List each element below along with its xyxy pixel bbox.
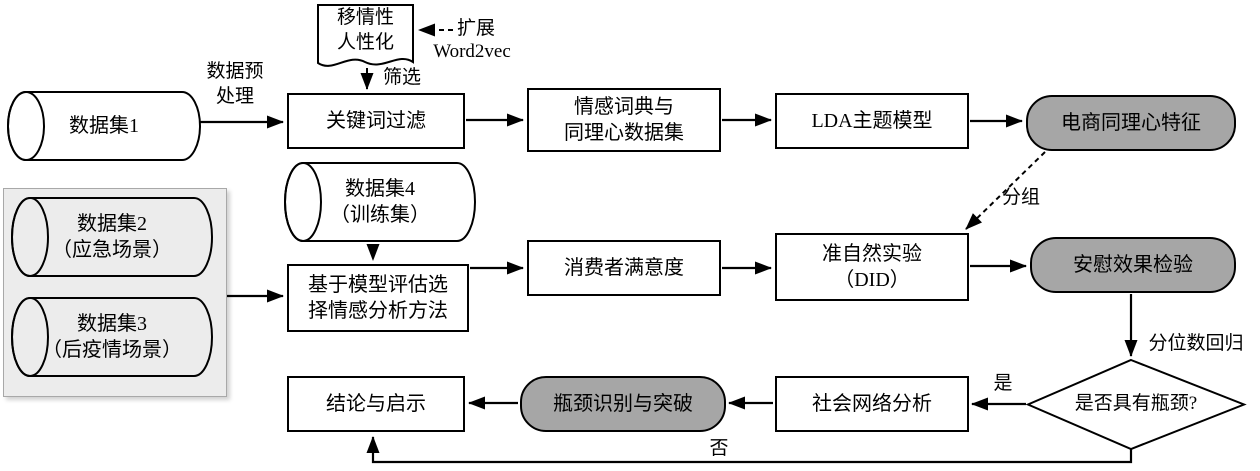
- node-dataset2-line2: （应急场景）: [52, 239, 172, 261]
- label-word2vec: Word2vec: [424, 40, 520, 64]
- node-decision: 是否具有瓶颈?: [1028, 362, 1244, 447]
- node-model-eval: 基于模型评估选 择情感分析方法: [287, 264, 469, 332]
- node-conclusion: 结论与启示: [287, 376, 465, 432]
- node-sentiment-dict: 情感词典与 同理心数据集: [527, 88, 721, 152]
- label-preprocess-line2: 处理: [215, 86, 254, 107]
- node-decision-label: 是否具有瓶颈?: [1074, 393, 1198, 415]
- node-dataset4: 数据集4 （训练集）: [285, 163, 475, 241]
- node-dataset2: 数据集2 （应急场景）: [12, 198, 212, 276]
- dashed-arrow-empathy-feature-to-did: [965, 151, 1046, 230]
- node-did-line2: （DID）: [834, 269, 910, 291]
- node-sna: 社会网络分析: [775, 376, 969, 432]
- node-bottleneck-label: 瓶颈识别与突破: [553, 393, 693, 415]
- node-lda-topic: LDA主题模型: [775, 93, 969, 149]
- node-keyword-filter-label: 关键词过滤: [326, 110, 426, 132]
- label-group: 分组: [994, 185, 1048, 211]
- label-screen: 筛选: [379, 66, 425, 90]
- node-empathy-doc-line1: 移情性: [336, 7, 394, 29]
- node-empathy-feature-label: 电商同理心特征: [1061, 112, 1201, 134]
- node-empathy-feature: 电商同理心特征: [1026, 95, 1236, 151]
- node-conclusion-label: 结论与启示: [326, 393, 426, 415]
- node-satisfaction: 消费者满意度: [527, 240, 721, 296]
- node-did-line1: 准自然实验: [822, 243, 922, 265]
- node-did: 准自然实验 （DID）: [775, 233, 969, 301]
- node-dataset1-label: 数据集1: [69, 115, 139, 137]
- document-shape-empathy: [317, 4, 414, 67]
- label-word2vec-text: Word2vec: [433, 40, 511, 62]
- node-dataset3-line2: （后疫情场景）: [42, 339, 182, 361]
- node-empathy-doc: 移情性 人性化: [318, 7, 413, 55]
- node-sentiment-dict-line2: 同理心数据集: [564, 122, 684, 144]
- label-yes: 是: [989, 371, 1017, 397]
- node-model-eval-line1: 基于模型评估选: [308, 274, 448, 296]
- label-no-text: 否: [709, 437, 729, 459]
- node-dataset3: 数据集3 （后疫情场景）: [12, 298, 212, 376]
- node-dataset2-line1: 数据集2: [77, 213, 147, 235]
- node-dataset4-line1: 数据集4: [345, 178, 415, 200]
- label-quantile-regression: 分位数回归: [1137, 331, 1255, 357]
- node-dataset3-line1: 数据集3: [77, 313, 147, 335]
- cylinder-dataset3: [11, 297, 213, 377]
- label-screen-text: 筛选: [382, 66, 421, 88]
- node-sna-label: 社会网络分析: [812, 393, 932, 415]
- node-dataset4-line2: （训练集）: [330, 204, 430, 226]
- node-empathy-doc-line2: 人性化: [336, 32, 394, 53]
- cylinder-dataset1: [7, 91, 201, 161]
- node-sentiment-dict-line1: 情感词典与: [574, 96, 674, 118]
- node-comfort-test-label: 安慰效果检验: [1073, 254, 1193, 276]
- label-group-text: 分组: [1001, 186, 1040, 208]
- cylinder-dataset4: [284, 162, 476, 242]
- label-preprocess: 数据预 处理: [193, 61, 277, 107]
- label-yes-text: 是: [993, 372, 1013, 394]
- label-expand-text: 扩展: [456, 17, 495, 39]
- arrow-decision-no-feedback: [366, 436, 1133, 464]
- node-model-eval-line2: 择情感分析方法: [308, 300, 448, 322]
- node-lda-topic-label: LDA主题模型: [811, 110, 933, 132]
- node-bottleneck: 瓶颈识别与突破: [520, 376, 726, 432]
- node-comfort-test: 安慰效果检验: [1030, 237, 1236, 293]
- node-dataset1: 数据集1: [8, 92, 200, 160]
- label-preprocess-line1: 数据预: [206, 61, 264, 83]
- label-quantile-regression-text: 分位数回归: [1148, 332, 1244, 354]
- cylinder-dataset2: [11, 197, 213, 277]
- node-keyword-filter: 关键词过滤: [287, 93, 465, 149]
- label-no: 否: [705, 436, 733, 462]
- label-expand: 扩展: [453, 17, 499, 41]
- node-satisfaction-label: 消费者满意度: [564, 257, 684, 279]
